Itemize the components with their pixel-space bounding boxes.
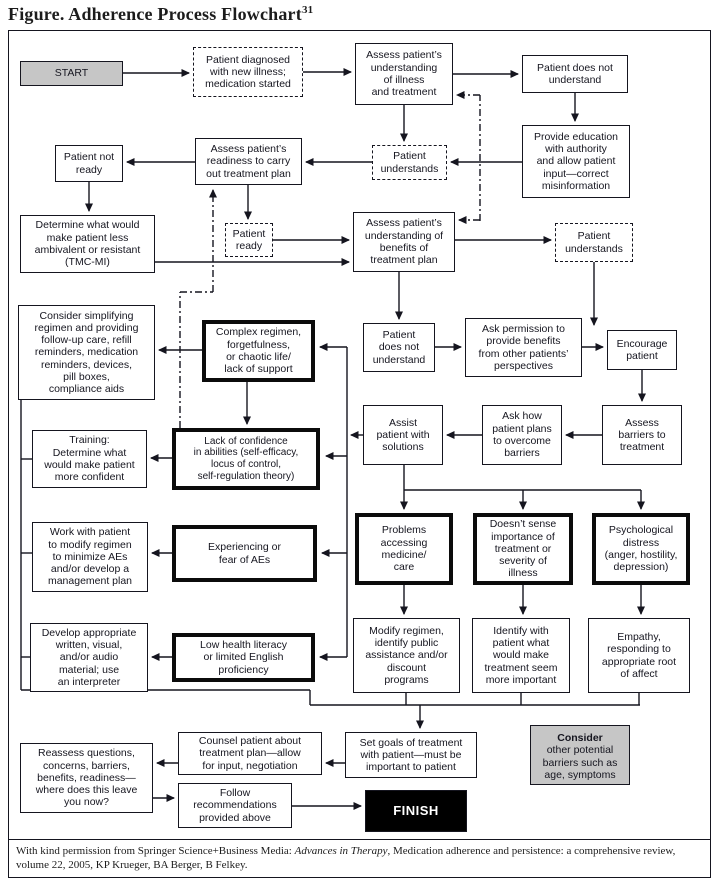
node-complex-regimen: Complex regimen, forgetfulness, or chaot… [202,320,315,382]
node-assess-barriers: Assess barriers to treatment [602,405,682,465]
node-assess-understanding-benefits: Assess patient’s understanding of benefi… [353,212,455,272]
figure-title-text: Figure. Adherence Process Flowchart [8,4,302,24]
node-ask-permission: Ask permission to provide benefits from … [465,318,582,377]
node-patient-understands-1: Patient understands [372,145,447,180]
node-problems-accessing: Problems accessing medicine/ care [355,513,453,585]
node-modify-regimen: Modify regimen, identify public assistan… [353,618,460,693]
consider-rest-text: other potential barriers such as age, sy… [542,744,618,781]
node-finish: FINISH [365,790,467,832]
node-reassess-questions: Reassess questions, concerns, barriers, … [20,743,153,813]
node-patient-ready: Patient ready [225,223,273,257]
node-identify-important: Identify with patient what would make tr… [472,618,570,693]
credit-suffix: , Medication adherence and persistence: … [16,845,676,872]
node-start: START [20,61,123,86]
figure-title-superscript: 31 [301,4,314,16]
figure-title: Figure. Adherence Process Flowchart31 [8,4,313,25]
node-provide-education: Provide education with authority and all… [522,125,630,198]
node-follow-recommendations: Follow recommendations provided above [178,783,292,828]
node-ask-how-overcome-barriers: Ask how patient plans to overcome barrie… [482,405,562,465]
node-consider-simplifying: Consider simplifying regimen and providi… [18,305,155,400]
node-training-confidence: Training: Determine what would make pati… [32,430,147,488]
node-patient-not-ready: Patient not ready [55,145,123,182]
node-patient-diagnosed: Patient diagnosed with new illness; medi… [193,47,303,97]
node-assist-with-solutions: Assist patient with solutions [363,405,443,465]
node-lack-of-confidence: Lack of confidence in abilities (self-ef… [172,428,320,490]
credit-journal-title: Advances in Therapy [294,845,388,857]
node-develop-material: Develop appropriate written, visual, and… [30,623,148,692]
node-low-health-literacy: Low health literacy or limited English p… [172,633,315,682]
node-encourage-patient: Encourage patient [607,330,677,370]
node-assess-readiness: Assess patient’s readiness to carry out … [195,138,302,185]
node-determine-less-ambivalent: Determine what would make patient less a… [20,215,155,273]
node-experiencing-aes: Experiencing or fear of AEs [172,525,317,582]
node-psychological-distress: Psychological distress (anger, hostility… [592,513,690,585]
node-empathy: Empathy, responding to appropriate root … [588,618,690,693]
figure-credit: With kind permission from Springer Scien… [8,840,711,878]
node-set-goals: Set goals of treatment with patient—must… [345,732,477,778]
node-doesnt-sense-importance: Doesn’t sense importance of treatment or… [473,513,573,585]
node-patient-does-not-understand-2: Patient does not understand [363,323,435,372]
node-patient-does-not-understand-1: Patient does not understand [522,55,628,93]
node-assess-understanding-illness: Assess patient’s understanding of illnes… [355,43,453,105]
chart-border [8,30,711,840]
consider-bold-word: Consider [557,732,603,744]
node-work-with-patient: Work with patient to modify regimen to m… [32,522,148,592]
node-counsel-patient: Counsel patient about treatment plan—all… [178,732,322,775]
credit-prefix: With kind permission from Springer Scien… [16,845,295,857]
node-patient-understands-2: Patient understands [555,223,633,262]
